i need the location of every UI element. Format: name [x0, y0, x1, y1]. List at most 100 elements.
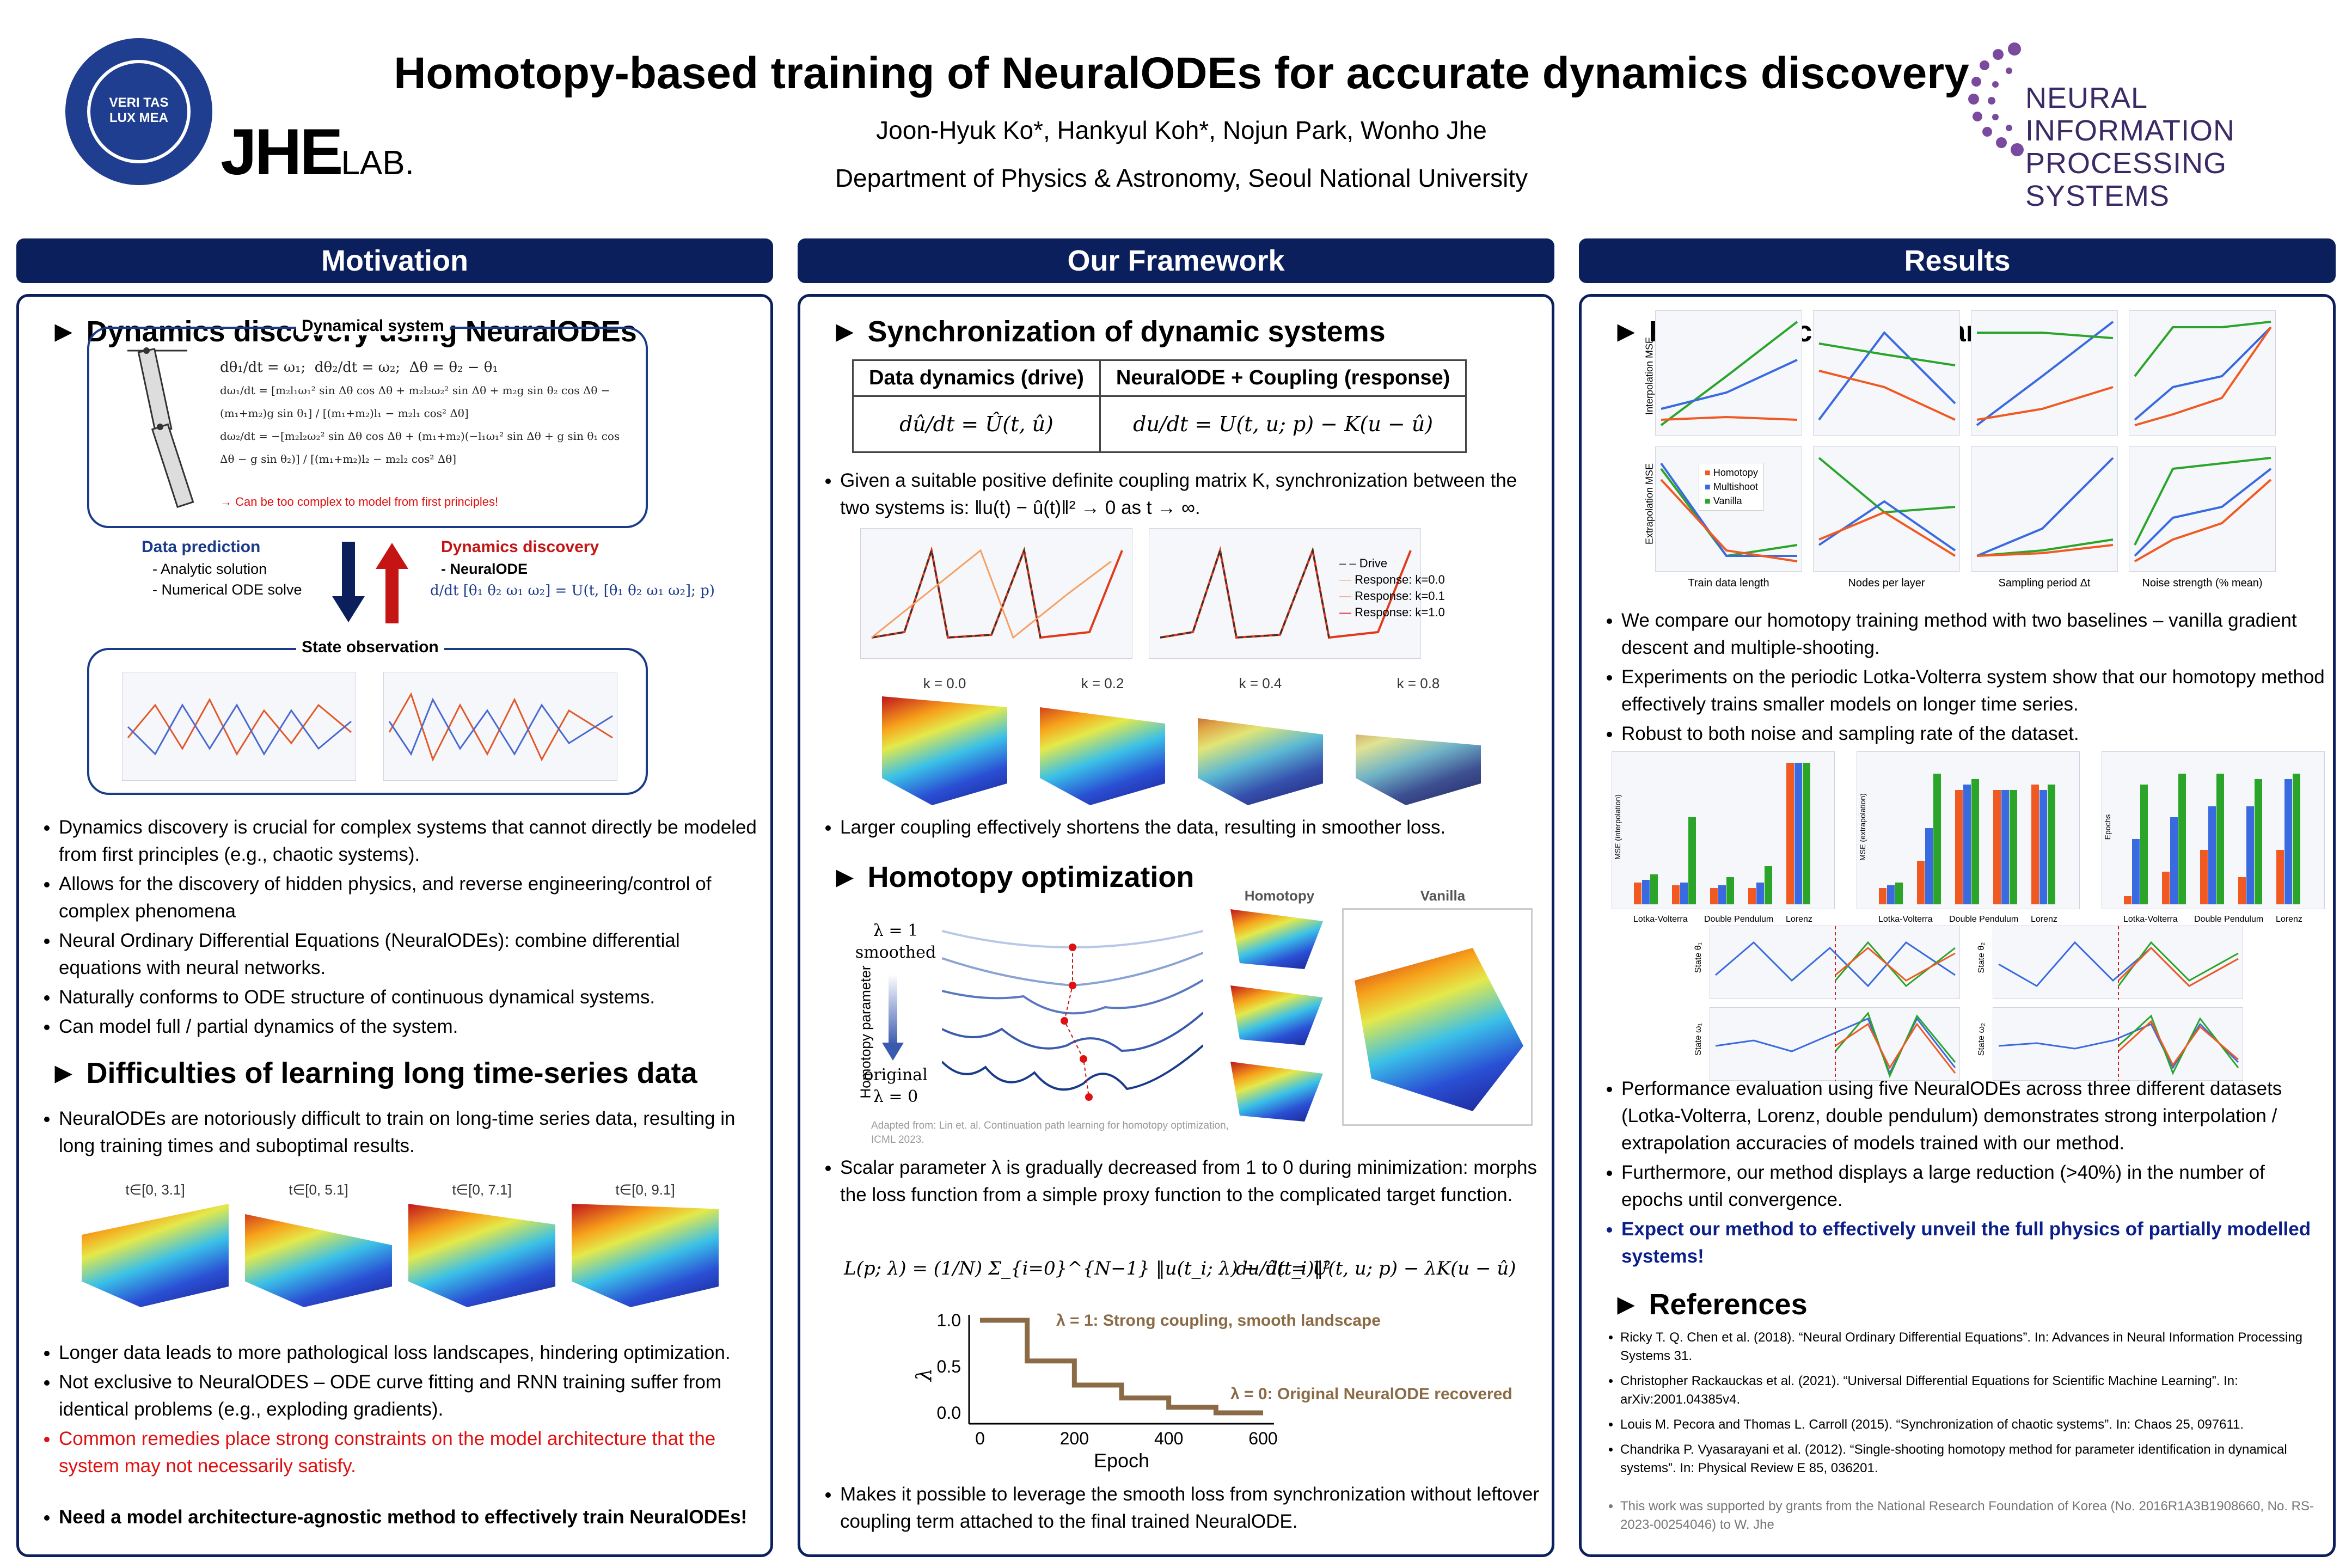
table-drive-eq: dû/dt = Û(t, û): [852, 395, 1101, 453]
landscape-3: t∈[0, 7.1]: [408, 1181, 555, 1318]
references-heading: ► References: [1612, 1288, 1808, 1321]
bullet: Furthermore, our method displays a large…: [1621, 1159, 2325, 1214]
data-prediction-label: Data prediction: [142, 538, 261, 556]
state-observation-box: State observation: [87, 638, 648, 795]
landscape-row: t∈[0, 3.1] t∈[0, 5.1] t∈[0, 7.1] t∈[0, 9…: [82, 1181, 735, 1318]
landscape-1: t∈[0, 3.1]: [82, 1181, 229, 1318]
equations: dθ₁/dt = ω₁; dθ₂/dt = ω₂; Δθ = θ₂ − θ₁ d…: [220, 359, 620, 465]
x-tick-label: 0: [975, 1429, 985, 1448]
bullet: Dynamics discovery is crucial for comple…: [59, 814, 757, 868]
reference: Louis M. Pecora and Thomas L. Carroll (2…: [1620, 1416, 2319, 1434]
authors: Joon-Hyuk Ko*, Hankyul Koh*, Nojun Park,…: [876, 116, 1487, 144]
final-framework-text: Makes it possible to leverage the smooth…: [814, 1481, 1543, 1538]
bullet: Robust to both noise and sampling rate o…: [1621, 720, 2325, 748]
lambda-arrow: [882, 975, 904, 1064]
neuralode-equation: d/dt [θ₁ θ₂ ω₁ ω₂] = U(t, [θ₁ θ₂ ω₁ ω₂];…: [430, 583, 715, 599]
funding-note: This work was supported by grants from t…: [1601, 1497, 2319, 1536]
bullet: Common remedies place strong constraints…: [59, 1425, 757, 1480]
x-tick-label: 400: [1154, 1429, 1183, 1448]
homotopy-curves: [941, 920, 1204, 1105]
neurips-logo-text: NEURAL INFORMATION PROCESSING SYSTEMS: [2025, 82, 2235, 212]
x-tick-label: 200: [1060, 1429, 1089, 1448]
results-bullets-2: Performance evaluation using five Neural…: [1595, 1075, 2325, 1272]
row-label-interp: Interpolation MSE: [1644, 336, 1655, 415]
dynamical-system-label: Dynamical system: [296, 317, 450, 335]
bullet: Expect our method to effectively unveil …: [1621, 1216, 2325, 1270]
bullet: Performance evaluation using five Neural…: [1621, 1075, 2325, 1157]
dynamics-discovery-label: Dynamics discovery: [441, 538, 599, 556]
framework-table: Data dynamics (drive)NeuralODE + Couplin…: [852, 359, 1467, 453]
vanilla-label: Vanilla: [1420, 887, 1466, 904]
bullet: Longer data leads to more pathological l…: [59, 1339, 757, 1367]
results-header: Results: [1579, 238, 2336, 283]
velocity-plot: [383, 672, 617, 781]
homotopy-surfaces: [1220, 909, 1334, 1127]
lab-logo: JHELAB.: [220, 115, 414, 188]
grid-legend: ■ Homotopy ■ Multishoot ■ Vanilla: [1699, 463, 1764, 511]
row-label-extrap: Extrapolation MSE: [1644, 463, 1655, 545]
dynamical-system-box: Dynamical system dθ₁/dt = ω₁; dθ₂/dt = ω…: [87, 317, 648, 528]
references-list: Ricky T. Q. Chen et al. (2018). “Neural …: [1601, 1328, 2319, 1484]
difficulties-heading: ► Difficulties of learning long time-ser…: [49, 1057, 697, 1089]
sync-heading: ► Synchronization of dynamic systems: [830, 315, 1386, 348]
x-axis-label: Epoch: [1094, 1449, 1149, 1472]
bullet: Not exclusive to NeuralODES – ODE curve …: [59, 1369, 757, 1423]
bar-charts: MSE (interpolation) MSE (extrapolation) …: [1612, 751, 2330, 936]
sync-plot-y: [1149, 528, 1421, 659]
results-bullets-1: We compare our homotopy training method …: [1595, 607, 2325, 750]
bullet: We compare our homotopy training method …: [1621, 607, 2325, 661]
bullet: Allows for the discovery of hidden physi…: [59, 871, 757, 925]
down-arrow: [332, 542, 365, 626]
coupling-landscapes: k = 0.0 k = 0.2 k = 0.4 k = 0.8: [882, 675, 1508, 817]
up-arrow: [376, 542, 408, 626]
angle-plot: [122, 672, 356, 781]
landscape-2: t∈[0, 5.1]: [245, 1181, 392, 1318]
reference: Ricky T. Q. Chen et al. (2018). “Neural …: [1620, 1328, 2319, 1365]
loss-equation: L(p; λ) = (1/N) Σ_{i=0}^{N−1} ‖u(t_i; λ)…: [844, 1258, 1331, 1279]
university-seal: VERI TAS LUX MEA: [65, 38, 212, 185]
reference: Chandrika P. Vyasarayani et al. (2012). …: [1620, 1441, 2319, 1478]
bullet: Naturally conforms to ODE structure of c…: [59, 984, 757, 1011]
lambda-series-line: [980, 1318, 1263, 1416]
strong-coupling-note: λ = 1: Strong coupling, smooth landscape: [1056, 1312, 1381, 1330]
data-prediction-item-1: - Analytic solution: [152, 561, 267, 577]
pendulum-diagram: [106, 340, 204, 514]
seal-text: VERI TAS LUX MEA: [109, 95, 169, 125]
bullet: Can model full / partial dynamics of the…: [59, 1013, 757, 1040]
motivation-header: Motivation: [16, 238, 773, 283]
coupling-text: Larger coupling effectively shortens the…: [814, 814, 1543, 843]
benchmark-grid: Interpolation MSE Extrapolation MSE ■ Ho…: [1644, 310, 2281, 593]
table-response-eq: du/dt = U(t, u; p) − K(u − û): [1099, 395, 1467, 453]
sync-legend: – – Drive — Response: k=0.0 — Response: …: [1339, 556, 1445, 619]
y-axis-label: λ: [912, 1368, 936, 1382]
data-prediction-item-2: - Numerical ODE solve: [152, 581, 302, 598]
motivation-bullets-2: Longer data leads to more pathological l…: [33, 1339, 757, 1482]
table-head-drive: Data dynamics (drive): [852, 359, 1101, 397]
x-tick-label: 600: [1248, 1429, 1277, 1448]
trajectory-plots: State θ₁ State θ₂ State ω₁ State ω₂: [1694, 926, 2254, 1083]
adapted-note: Adapted from: Lin et. al. Continuation p…: [871, 1120, 1229, 1146]
framework-panel: [798, 294, 1554, 1557]
state-observation-label: State observation: [296, 638, 444, 657]
sync-plot-x: [860, 528, 1132, 659]
neurips-logo-mark: [1965, 38, 2031, 163]
ode-equation: du/dt = U(t, u; p) − λK(u − û): [1236, 1258, 1516, 1279]
affiliation: Department of Physics & Astronomy, Seoul…: [835, 164, 1528, 192]
bullet: Experiments on the periodic Lotka-Volter…: [1621, 664, 2325, 718]
y-tick-label: 0.5: [937, 1357, 961, 1376]
y-tick-label: 1.0: [937, 1310, 961, 1330]
poster-title: Homotopy-based training of NeuralODEs fo…: [394, 48, 1969, 98]
homotopy-heading: ► Homotopy optimization: [830, 861, 1195, 893]
landscape-4: t∈[0, 9.1]: [572, 1181, 719, 1318]
difficulties-intro: NeuralODEs are notoriously difficult to …: [33, 1105, 757, 1162]
motivation-bullets-1: Dynamics discovery is crucial for comple…: [33, 814, 757, 1043]
homotopy-label: Homotopy: [1244, 887, 1315, 904]
sync-text: Given a suitable positive definite coupl…: [814, 467, 1543, 524]
motivation-panel: [16, 294, 773, 1557]
vanilla-surface-frame: [1342, 908, 1533, 1126]
reference: Christopher Rackauckas et al. (2021). “U…: [1620, 1372, 2319, 1409]
original-recovered-note: λ = 0: Original NeuralODE recovered: [1230, 1385, 1512, 1403]
framework-header: Our Framework: [798, 238, 1554, 283]
